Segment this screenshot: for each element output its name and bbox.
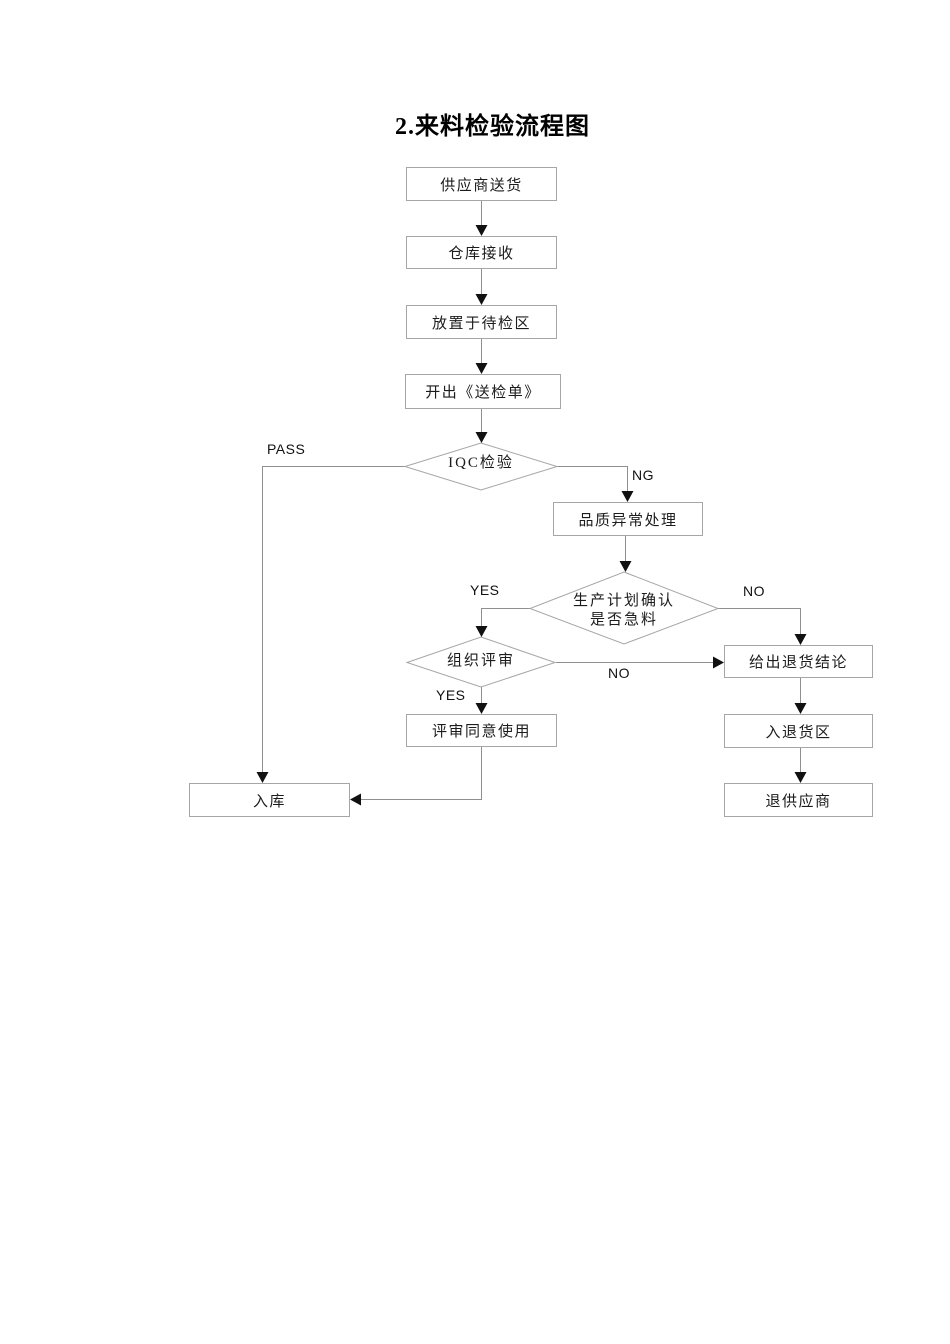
decision-plan-confirm-label-line1: 生产计划确认 — [572, 593, 675, 609]
connector-agree-to-instock — [361, 747, 482, 800]
decision-plan-confirm-label: 生产计划确认 是否急料 — [549, 592, 699, 627]
node-pending-area-label: 放置于待检区 — [431, 315, 531, 332]
node-warehouse-receive-label: 仓库接收 — [448, 246, 515, 262]
arrowhead-to-pending — [475, 294, 488, 305]
node-supplier-delivery-label: 供应商送货 — [440, 177, 523, 194]
page-title: 2.来料检验流程图 — [395, 114, 590, 140]
edge-label-ng: NG — [632, 467, 654, 483]
arrowhead-to-review-agree — [475, 703, 488, 714]
node-return-conclusion: 给出退货结论 — [724, 645, 873, 678]
node-warehouse-in: 入库 — [189, 783, 350, 817]
decision-iqc-inspection-label: IQC检验 — [448, 455, 514, 469]
node-review-agree: 评审同意使用 — [406, 714, 557, 747]
node-pending-area: 放置于待检区 — [406, 305, 557, 339]
arrowhead-to-exception — [621, 491, 634, 502]
connector-plan-yes-branch — [481, 608, 531, 627]
decision-plan-confirm-diamond — [528, 571, 720, 645]
node-inspection-form: 开出《送检单》 — [405, 374, 561, 409]
node-return-conclusion-label: 给出退货结论 — [748, 655, 848, 671]
decision-plan-confirm-label-line2: 是否急料 — [589, 612, 658, 627]
edge-label-pass: PASS — [267, 441, 306, 457]
node-warehouse-receive: 仓库接收 — [406, 236, 557, 269]
decision-iqc-inspection-diamond — [403, 442, 559, 491]
node-return-area-label: 入退货区 — [765, 724, 832, 741]
connector-plan-no-branch — [717, 608, 801, 635]
arrowhead-plan-no-to-conclusion — [794, 634, 807, 645]
edge-label-no-review: NO — [608, 665, 630, 681]
node-return-area: 入退货区 — [724, 714, 873, 748]
node-return-supplier-label: 退供应商 — [765, 793, 832, 810]
arrowhead-to-plan-confirm — [619, 561, 632, 572]
edge-label-yes-plan: YES — [470, 582, 500, 598]
node-inspection-form-label: 开出《送检单》 — [425, 385, 541, 401]
node-quality-exception-label: 品质异常处理 — [578, 512, 678, 529]
arrowhead-to-return-area — [794, 703, 807, 714]
arrowhead-to-warehouse — [475, 225, 488, 236]
arrowhead-to-organize-review — [475, 626, 488, 637]
decision-organize-review-diamond — [405, 636, 557, 688]
edge-label-no-plan: NO — [743, 583, 765, 599]
connector-iqc-ng-branch — [556, 466, 628, 492]
arrowhead-to-return-supplier — [794, 772, 807, 783]
edge-label-yes-review: YES — [436, 687, 466, 703]
arrowhead-review-no-to-conclusion — [713, 656, 724, 669]
arrowhead-to-iqc — [475, 432, 488, 443]
arrowhead-pass-to-instock — [256, 772, 269, 783]
arrowhead-agree-to-instock — [350, 793, 361, 806]
node-supplier-delivery: 供应商送货 — [406, 167, 557, 201]
node-quality-exception: 品质异常处理 — [553, 502, 703, 536]
node-return-supplier: 退供应商 — [724, 783, 873, 817]
node-review-agree-label: 评审同意使用 — [431, 724, 531, 740]
node-warehouse-in-label: 入库 — [252, 793, 286, 810]
arrowhead-to-form — [475, 363, 488, 374]
decision-organize-review-label: 组织评审 — [446, 653, 515, 667]
connector-iqc-pass-branch — [262, 466, 406, 773]
